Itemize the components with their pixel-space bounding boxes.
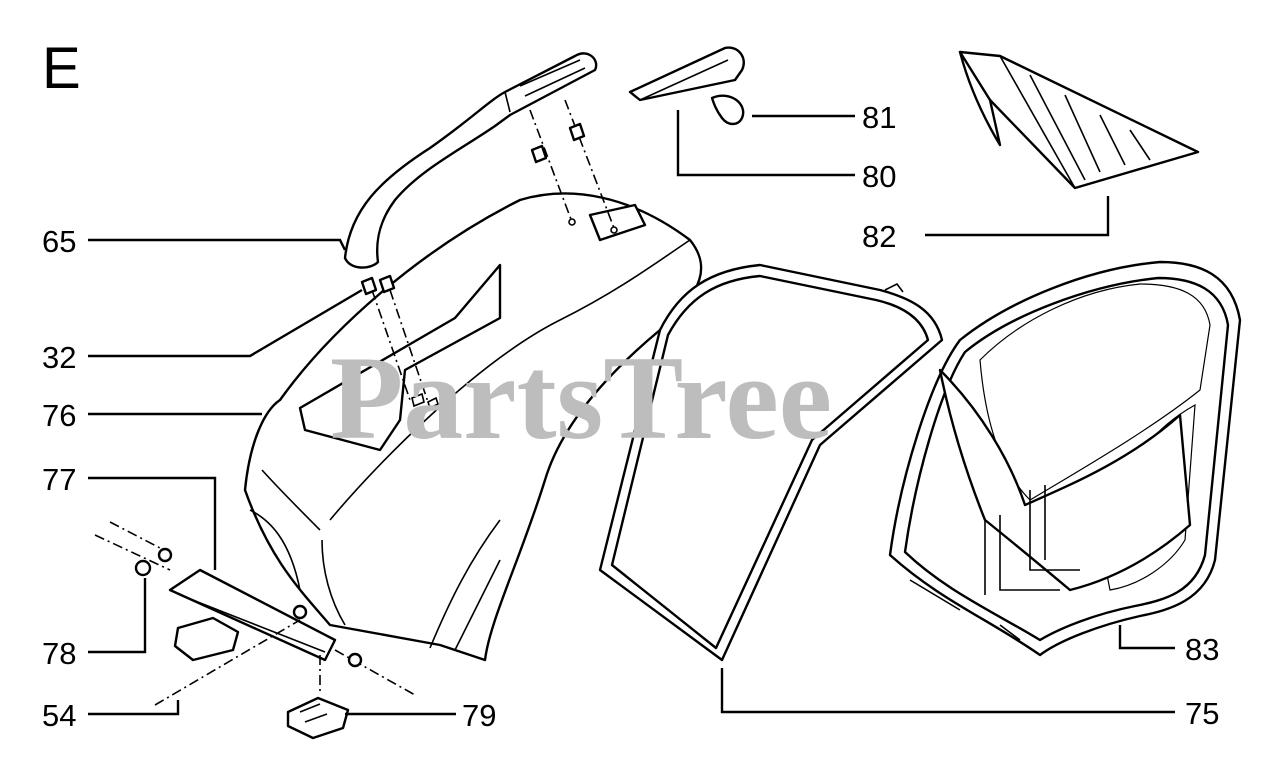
callout-54: 54 <box>42 698 76 733</box>
fasteners-part-32 <box>360 99 615 403</box>
callout-75: 75 <box>1185 696 1219 731</box>
callout-83: 83 <box>1185 632 1219 667</box>
section-letter: E <box>42 36 81 101</box>
collector-top-cover-part-76 <box>243 192 703 662</box>
handle-cover-part-80 <box>628 46 745 102</box>
watermark: PartsTree <box>330 331 832 464</box>
hinge-bracket-part-77 <box>94 521 416 706</box>
handle-part-65 <box>343 52 598 269</box>
leader-lines <box>88 110 1175 716</box>
callout-32: 32 <box>42 340 76 375</box>
callout-labels: 65 32 76 77 78 54 79 80 81 82 83 75 <box>42 100 1219 733</box>
callout-76: 76 <box>42 398 76 433</box>
callout-77: 77 <box>42 462 76 497</box>
collector-bag-part-83 <box>888 260 1242 657</box>
callout-81: 81 <box>862 100 896 135</box>
callout-79: 79 <box>462 698 496 733</box>
catch-part-79 <box>286 696 350 740</box>
callout-80: 80 <box>862 159 896 194</box>
frame-part-75 <box>598 263 944 662</box>
callout-82: 82 <box>862 219 896 254</box>
clip-part-81 <box>710 94 745 126</box>
deflector-part-82 <box>958 50 1200 190</box>
callout-78: 78 <box>42 636 76 671</box>
callout-65: 65 <box>42 224 76 259</box>
